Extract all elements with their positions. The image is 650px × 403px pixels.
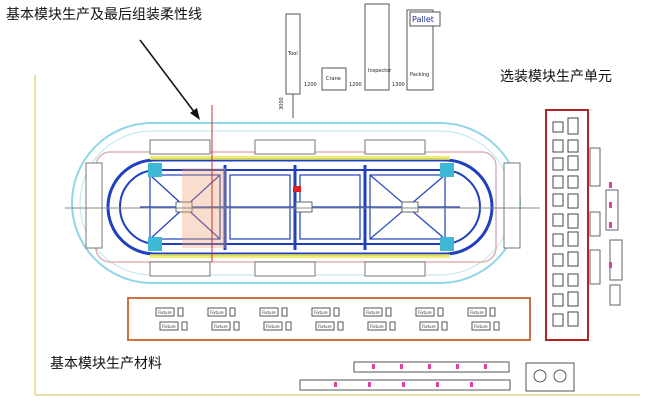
material-box xyxy=(159,321,179,331)
pallet-label: Pallet xyxy=(412,15,434,24)
material-box-side xyxy=(437,307,444,317)
dim-label-1: 1200 xyxy=(304,82,317,88)
crane-station xyxy=(321,67,347,91)
top-machine-2 xyxy=(254,139,316,155)
cyan-cell-bottom-left xyxy=(148,237,162,251)
material-box-side xyxy=(285,321,292,331)
material-box-label: Fixture xyxy=(162,324,176,329)
cyan-cell-bottom-right xyxy=(440,237,454,251)
yellow-top-edge xyxy=(150,156,450,160)
material-box-label: Fixture xyxy=(214,324,228,329)
material-box-side xyxy=(337,321,344,331)
bottom-machine-3 xyxy=(364,261,426,277)
material-box-side xyxy=(489,307,496,317)
material-box-label: Fixture xyxy=(418,310,432,315)
material-box xyxy=(259,307,279,317)
material-box-side xyxy=(229,307,236,317)
select-unit-frame xyxy=(545,109,589,341)
material-box xyxy=(471,321,491,331)
yellow-bottom-edge xyxy=(150,254,450,258)
inspector-label: Inspector xyxy=(368,68,392,74)
material-box-side xyxy=(281,307,288,317)
material-box-label: Fixture xyxy=(470,310,484,315)
material-box-side xyxy=(493,321,500,331)
bottom-equipment-marks xyxy=(334,364,487,387)
material-box xyxy=(363,307,383,317)
dim-label-2: 1200 xyxy=(349,82,362,88)
material-box-label: Fixture xyxy=(370,324,384,329)
select-unit-title: 选装模块生产单元 xyxy=(500,69,612,85)
fixture-right xyxy=(401,201,419,213)
inspector-station xyxy=(364,3,390,91)
dim-label-3: 1300 xyxy=(392,82,405,88)
material-box-label: Fixture xyxy=(158,310,172,315)
material-box-label: Fixture xyxy=(422,324,436,329)
material-title: 基本模块生产材料 xyxy=(50,356,162,372)
crane-label: Crane xyxy=(326,76,341,82)
top-machine-1 xyxy=(149,139,211,155)
material-box xyxy=(211,321,231,331)
material-box xyxy=(155,307,175,317)
select-unit-modules xyxy=(552,117,579,327)
material-box-label: Fixture xyxy=(266,324,280,329)
material-box xyxy=(415,307,435,317)
material-box-label: Fixture xyxy=(318,324,332,329)
pointer-arrow-line xyxy=(139,39,196,114)
conveyor-inner-track xyxy=(119,169,481,245)
top-stations xyxy=(285,3,441,118)
fixture-left xyxy=(175,201,193,213)
pointer-arrow-head xyxy=(190,108,200,120)
left-side-machine xyxy=(85,162,103,249)
material-box-side xyxy=(181,321,188,331)
select-unit-racks xyxy=(589,147,623,306)
material-box xyxy=(367,321,387,331)
material-box-side xyxy=(389,321,396,331)
material-box-side xyxy=(441,321,448,331)
material-box xyxy=(315,321,335,331)
material-box-side xyxy=(177,307,184,317)
material-box-side xyxy=(233,321,240,331)
cyan-cell-top-left xyxy=(148,163,162,177)
bottom-machine-2 xyxy=(254,261,316,277)
bottom-machine-1 xyxy=(149,261,211,277)
material-box-side xyxy=(385,307,392,317)
material-box-side xyxy=(333,307,340,317)
dim-label-4: 3000 xyxy=(279,97,285,110)
material-boxes: FixtureFixtureFixtureFixtureFixtureFixtu… xyxy=(155,307,500,331)
right-side-machine xyxy=(503,162,521,249)
tool-label: Tool xyxy=(287,51,298,57)
cyan-cell-top-right xyxy=(440,163,454,177)
packing-label: Packing xyxy=(410,72,429,78)
material-box xyxy=(311,307,331,317)
material-box-label: Fixture xyxy=(210,310,224,315)
fixture-center xyxy=(295,201,313,213)
material-box-label: Fixture xyxy=(262,310,276,315)
red-marker xyxy=(293,186,301,192)
material-box xyxy=(419,321,439,331)
material-box xyxy=(467,307,487,317)
material-box xyxy=(207,307,227,317)
pallet-box xyxy=(409,11,441,27)
top-machine-3 xyxy=(364,139,426,155)
material-area-frame xyxy=(127,297,531,341)
material-box-label: Fixture xyxy=(366,310,380,315)
main-line-title: 基本模块生产及最后组装柔性线 xyxy=(6,7,202,23)
material-box-label: Fixture xyxy=(474,324,488,329)
material-box-label: Fixture xyxy=(314,310,328,315)
select-unit-pink-marks xyxy=(609,182,612,268)
material-box xyxy=(263,321,283,331)
